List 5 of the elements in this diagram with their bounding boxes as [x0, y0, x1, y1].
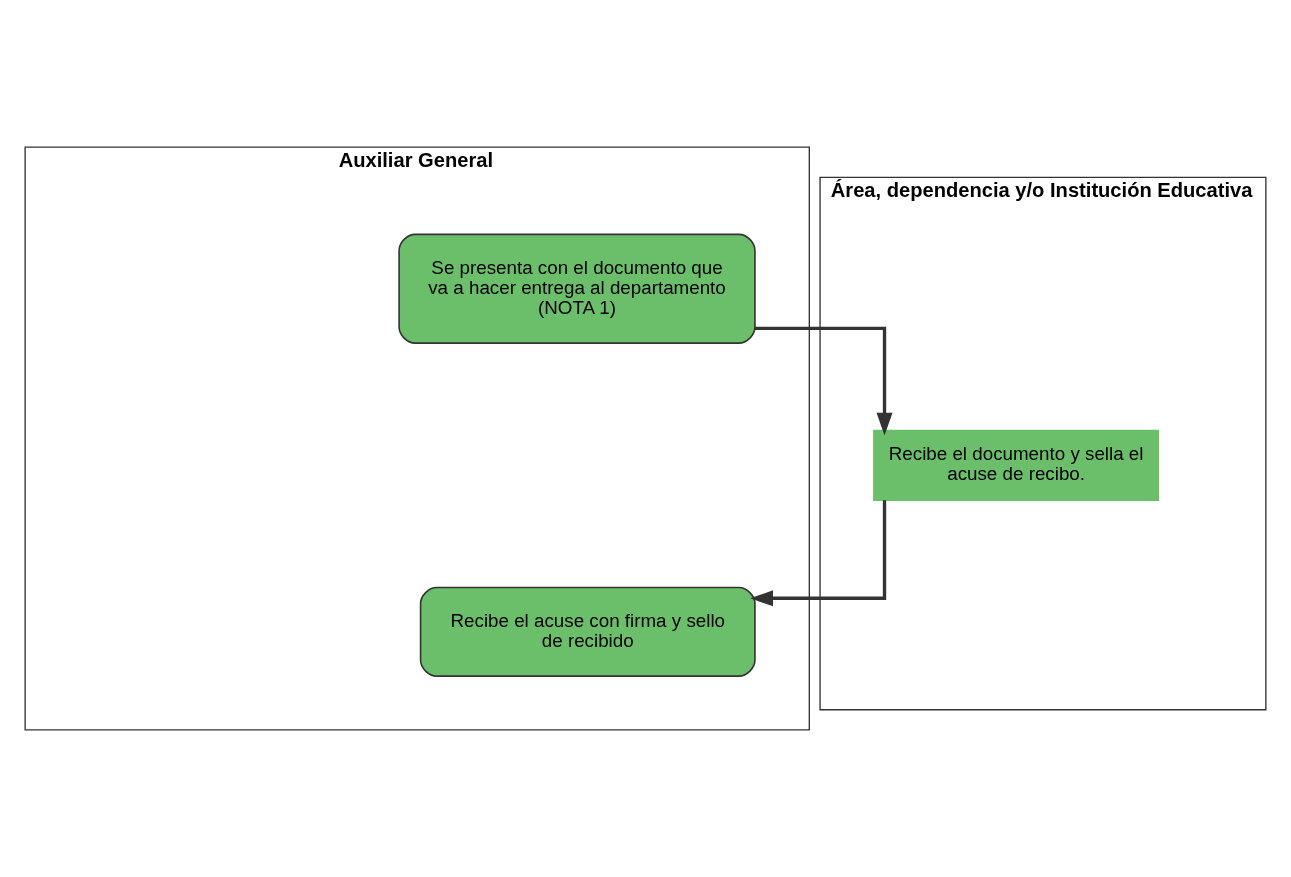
arrow [750, 500, 887, 607]
node-box: Se presenta con el documento que va a hacer entrega al departamento (NOTA 1) [398, 233, 756, 344]
node-box: Recibe el acuse con firma y sello de recibido [419, 586, 756, 677]
node-box: Recibe el documento y sella el acuse de recibo. [873, 429, 1160, 501]
arrow [755, 326, 893, 436]
